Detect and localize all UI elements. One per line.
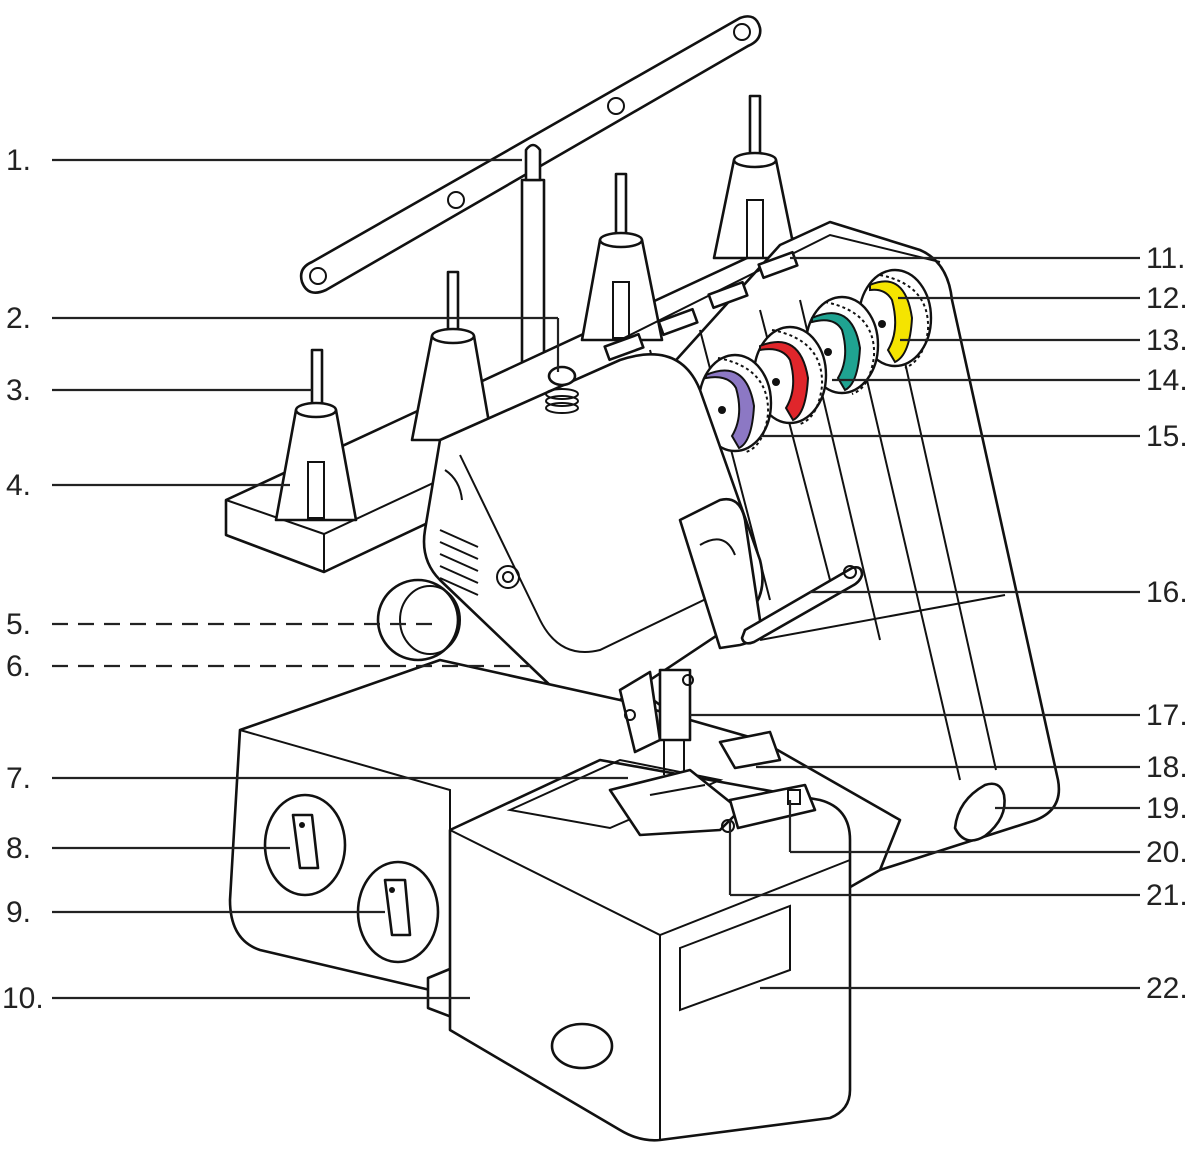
free-arm-bed <box>448 758 852 1142</box>
label-21: 21. <box>1146 879 1188 912</box>
label-3: 3. <box>6 374 31 407</box>
label-15: 15. <box>1146 420 1188 453</box>
handwheel[interactable] <box>376 578 461 662</box>
label-6: 6. <box>6 650 31 683</box>
label-1: 1. <box>6 144 31 177</box>
label-20: 20. <box>1146 836 1188 869</box>
spool-holder-3 <box>580 172 664 342</box>
label-17: 17. <box>1146 699 1188 732</box>
side-grip[interactable] <box>953 782 1006 842</box>
needle-assembly <box>618 668 694 775</box>
label-2: 2. <box>6 302 31 335</box>
leader-lines <box>52 158 1140 1000</box>
label-10: 10. <box>2 982 44 1015</box>
upper-knife <box>718 730 782 770</box>
callout-labels: 1. 2. 3. 4. 5. 6. 7. 8. 9. 10. 11. 12. 1… <box>2 144 1188 1015</box>
label-16: 16. <box>1146 576 1188 609</box>
label-7: 7. <box>6 762 31 795</box>
spool-holder-2 <box>410 270 494 442</box>
presser-foot <box>608 768 742 837</box>
label-18: 18. <box>1146 751 1188 784</box>
telescopic-thread-guide-rod <box>520 143 546 388</box>
label-11: 11. <box>1146 242 1185 275</box>
label-22: 22. <box>1146 972 1188 1005</box>
needle-plate <box>721 783 817 833</box>
presser-foot-lever[interactable] <box>740 565 864 645</box>
stitch-length-dial[interactable] <box>263 793 347 897</box>
label-14: 14. <box>1146 364 1188 397</box>
label-13: 13. <box>1146 324 1188 357</box>
top-thread-guides <box>603 250 799 362</box>
spool-holder-1 <box>274 348 358 522</box>
front-head-cover <box>422 352 764 710</box>
rear-pulley <box>550 1022 614 1070</box>
spool-holder-4 <box>712 94 798 260</box>
label-12: 12. <box>1146 282 1188 315</box>
thread-guide-spring <box>545 365 579 414</box>
label-4: 4. <box>6 469 31 502</box>
label-9: 9. <box>6 896 31 929</box>
label-5: 5. <box>6 608 31 641</box>
label-8: 8. <box>6 832 31 865</box>
label-19: 19. <box>1146 792 1188 825</box>
